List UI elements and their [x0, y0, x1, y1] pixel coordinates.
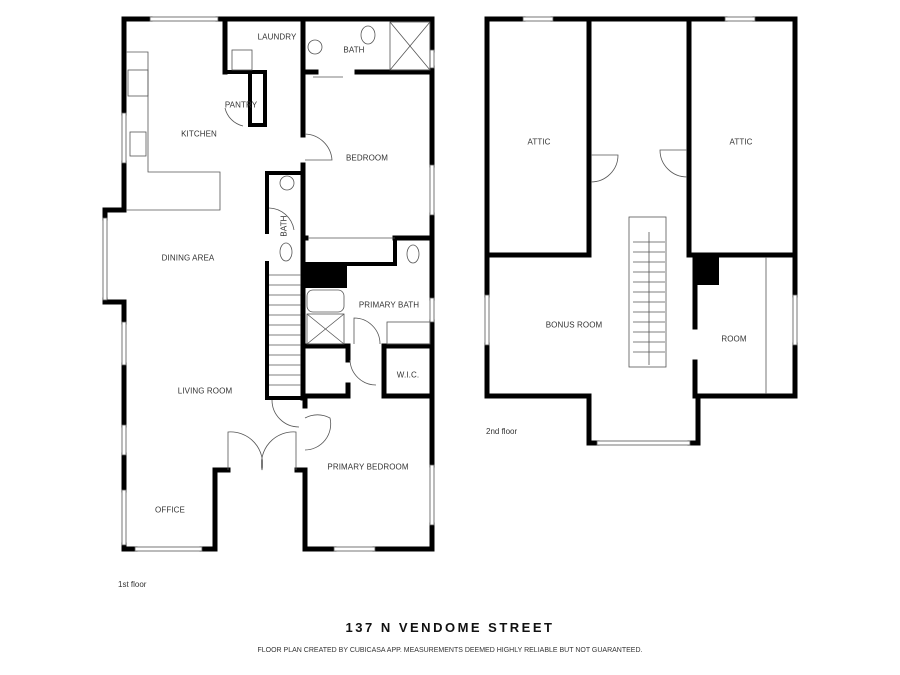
wall — [300, 343, 351, 363]
chimney-block — [305, 266, 347, 288]
floor-label-1st: 1st floor — [118, 580, 147, 589]
chimney-block — [697, 257, 719, 285]
room-label-attic-right: ATTIC — [729, 137, 753, 147]
wall — [302, 382, 351, 399]
wall — [102, 160, 127, 221]
wall — [265, 261, 305, 400]
room-label-bath-small: BATH — [279, 215, 289, 237]
wall — [484, 342, 600, 446]
wall — [372, 522, 435, 552]
wall — [687, 342, 798, 446]
property-address-title: 137 N VENDOME STREET — [345, 620, 555, 635]
room-label-kitchen: KITCHEN — [181, 129, 217, 139]
wall — [199, 467, 231, 552]
room-label-bedroom: BEDROOM — [345, 153, 389, 163]
room-label-room: ROOM — [721, 334, 747, 344]
wall — [301, 236, 397, 266]
staircase — [633, 241, 665, 353]
room-label-office: OFFICE — [155, 505, 185, 515]
wall — [484, 16, 592, 258]
room-label-bath: BATH — [343, 45, 365, 55]
room-label-laundry: LAUNDRY — [257, 32, 297, 42]
disclaimer-text: FLOOR PLAN CREATED BY CUBICASA APP. MEAS… — [257, 647, 643, 654]
room-label-pantry: PANTRY — [224, 100, 258, 110]
wall — [381, 343, 435, 399]
room-label-primary-bedroom: PRIMARY BEDROOM — [327, 462, 409, 472]
wall — [223, 70, 267, 127]
room-label-attic-left: ATTIC — [527, 137, 551, 147]
wall — [121, 542, 138, 552]
room-label-wic: W.I.C. — [396, 370, 420, 380]
room-label-living-room: LIVING ROOM — [177, 386, 233, 396]
wall — [302, 467, 337, 552]
room-label-primary-bath: PRIMARY BATH — [358, 300, 420, 310]
floor-label-2nd: 2nd floor — [486, 427, 518, 436]
wall — [686, 16, 798, 258]
room-label-dining-area: DINING AREA — [161, 253, 215, 263]
wall — [752, 16, 798, 298]
room-label-bonus-room: BONUS ROOM — [545, 320, 603, 330]
staircase — [269, 274, 301, 386]
wall — [102, 297, 127, 325]
wall — [215, 16, 435, 53]
